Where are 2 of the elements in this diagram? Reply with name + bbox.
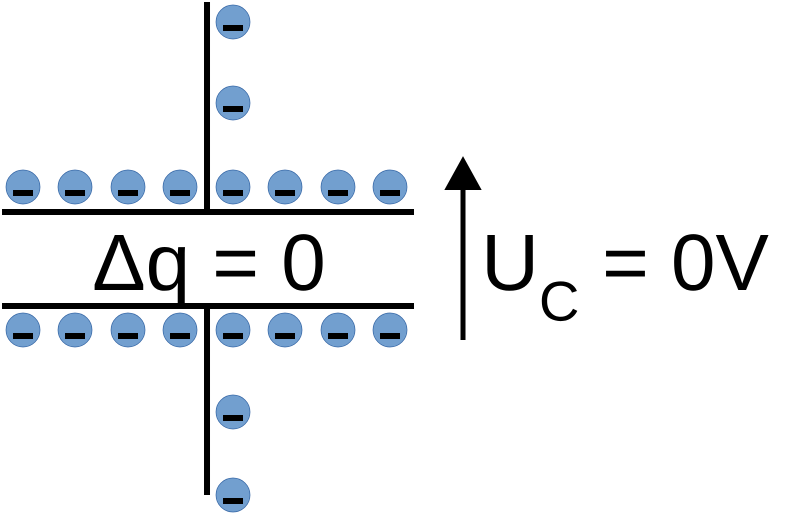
formula-label: Δq = 0 xyxy=(94,234,323,307)
formula-label: U$_{C}$ = 0V xyxy=(487,234,768,322)
